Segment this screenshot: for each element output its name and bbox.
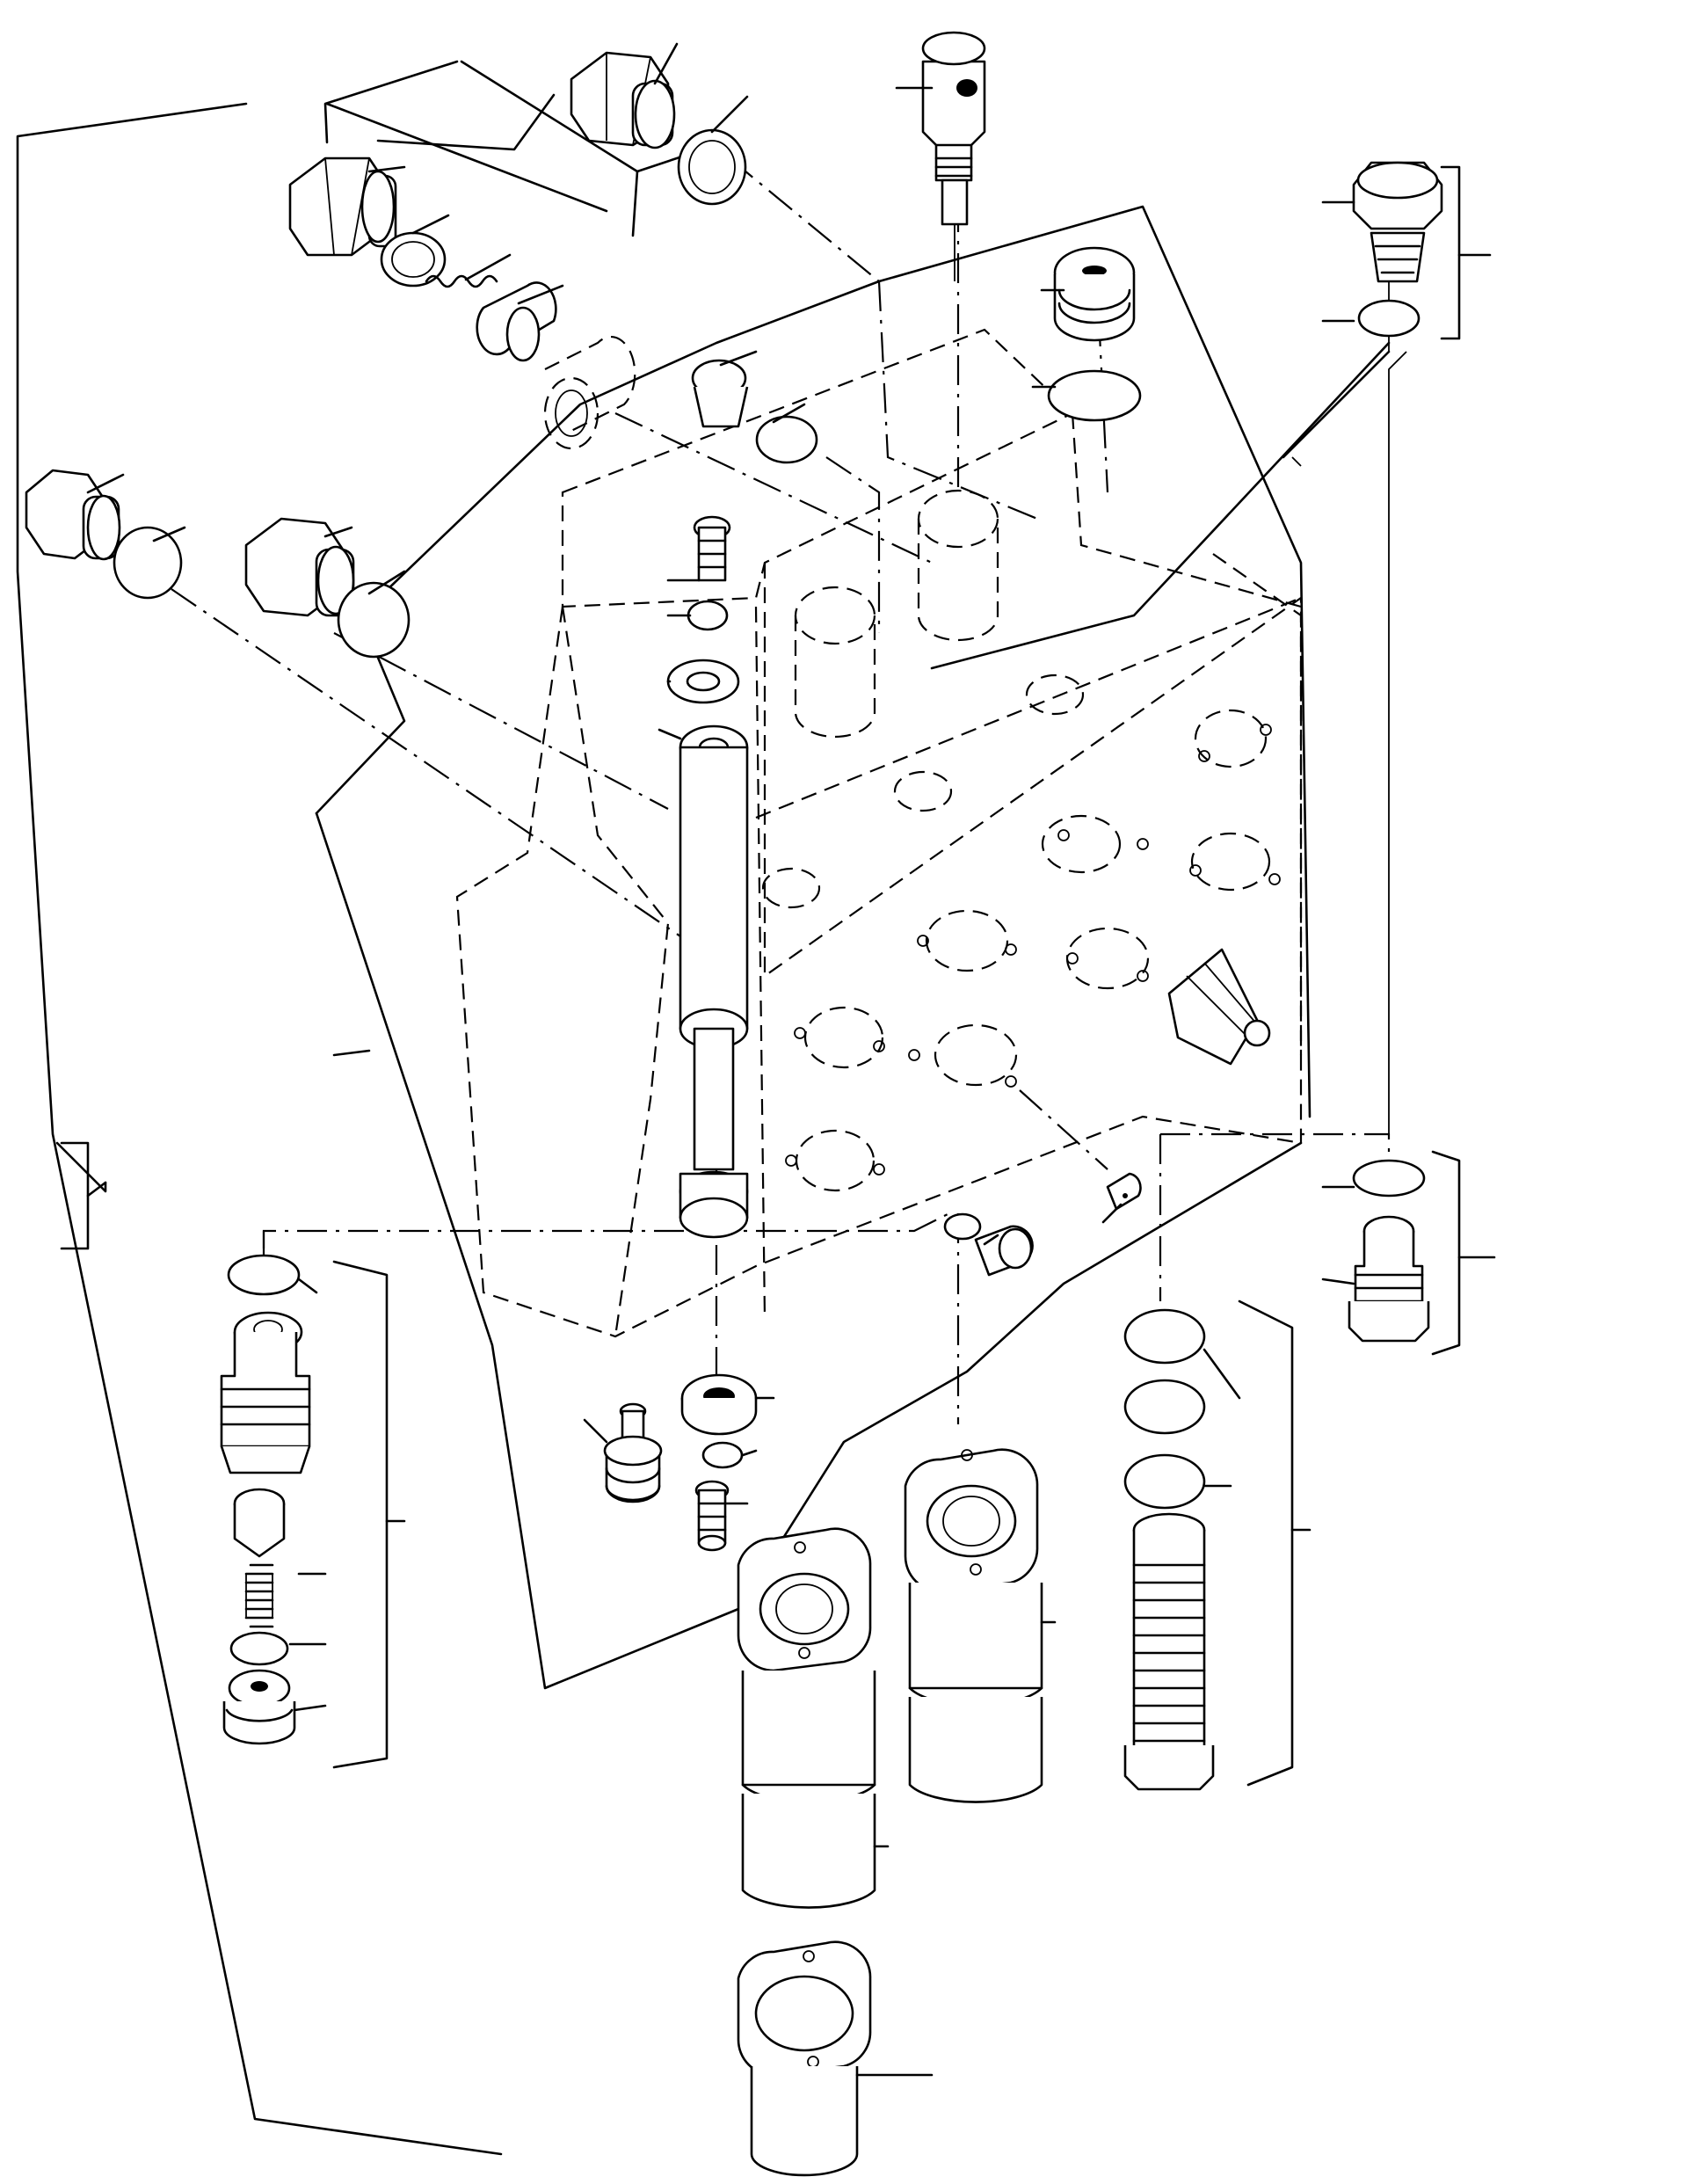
o-ring-top-inner: [688, 140, 736, 194]
bracket-upper-right: [1440, 165, 1461, 340]
sleeve-dashed-2: [794, 586, 876, 739]
plug-upper-left: [288, 157, 397, 257]
o-ring-right-check: [1352, 1159, 1426, 1198]
spring-small: [425, 274, 498, 288]
valve-body: [315, 205, 1312, 1690]
callout-leaders: [86, 42, 1355, 2077]
o-ring-right-2: [1123, 1379, 1206, 1435]
plug-relief-bottom: [222, 1669, 296, 1745]
long-spool: [679, 724, 749, 1239]
small-bolt-upper: [693, 515, 731, 582]
seal-ring: [380, 231, 447, 288]
hex-plug-upper-right: [1352, 161, 1443, 283]
flanged-cap-left: [737, 1527, 876, 1909]
o-ring-mid-left: [337, 581, 411, 659]
cap-cylinder: [543, 336, 636, 450]
bracket-right-lower: [1238, 1299, 1294, 1787]
socket-plug: [1053, 246, 1136, 342]
fitting-pin: [1106, 1172, 1142, 1211]
bracket-right-check: [1431, 1150, 1461, 1356]
fitting-small: [974, 1225, 1034, 1277]
bracket-relief: [332, 1260, 389, 1769]
threaded-spool: [1123, 1512, 1215, 1791]
snap-ring-upper: [687, 600, 729, 631]
leader-line: [1203, 1348, 1241, 1400]
check-valve: [603, 1402, 663, 1503]
poppet: [233, 1488, 286, 1558]
spool-sleeve: [476, 281, 557, 362]
o-ring-right-1: [1123, 1308, 1206, 1365]
o-ring-relief: [229, 1631, 289, 1666]
sleeve-dashed-1: [917, 489, 999, 642]
o-ring-fitting: [943, 1212, 982, 1241]
relief-valve-body: [220, 1311, 311, 1474]
assembly-bracket-lines: [16, 60, 692, 2156]
washer-upper-right: [1357, 299, 1421, 338]
seal-ring-inner: [391, 241, 435, 278]
snap-ring-lower: [701, 1441, 744, 1469]
washer-lower: [680, 1373, 758, 1436]
o-ring-small: [755, 415, 818, 464]
hex-plug-left: [25, 469, 121, 561]
o-ring-right-3: [1123, 1453, 1206, 1510]
spring-relief: [244, 1563, 274, 1628]
o-ring-relief-top: [227, 1254, 301, 1296]
hex-plug-top: [570, 51, 676, 149]
small-bolt-lower: [694, 1480, 730, 1552]
flanged-cap-bottom: [737, 1940, 872, 2177]
small-plug: [691, 359, 749, 428]
assembly-centerlines: [171, 157, 1407, 1424]
o-ring-socket: [1047, 369, 1142, 422]
washer-upper: [666, 659, 740, 704]
o-ring-left: [113, 526, 183, 600]
flanged-cap-right: [904, 1448, 1043, 1803]
lever-pin: [921, 31, 986, 281]
check-plug-right: [1348, 1215, 1430, 1343]
